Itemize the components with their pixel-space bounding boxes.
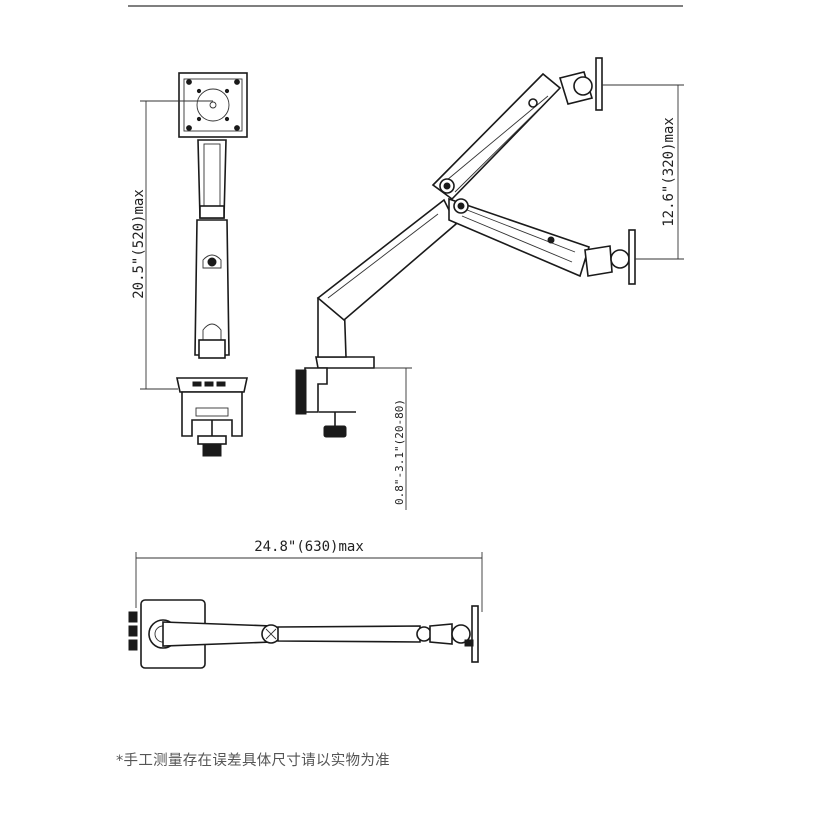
side-view — [295, 57, 636, 438]
clamp-thickness-label: 0.8"-3.1"(20-80) — [393, 399, 406, 505]
height-total-label: 20.5"(520)max — [131, 189, 147, 299]
reach-label: 24.8"(630)max — [254, 539, 364, 555]
height-arm-label: 12.6"(320)max — [661, 117, 677, 227]
reach-dimension: 24.8"(630)max — [135, 539, 483, 612]
front-view — [176, 72, 248, 457]
top-view — [128, 599, 479, 669]
measurement-footnote: *手工测量存在误差具体尺寸请以实物为准 — [116, 753, 390, 769]
height-arm-dimension: 12.6"(320)max — [602, 84, 684, 260]
height-total-dimension: 20.5"(520)max — [131, 100, 213, 390]
clamp-thickness-dimension: 0.8"-3.1"(20-80) — [374, 367, 412, 510]
